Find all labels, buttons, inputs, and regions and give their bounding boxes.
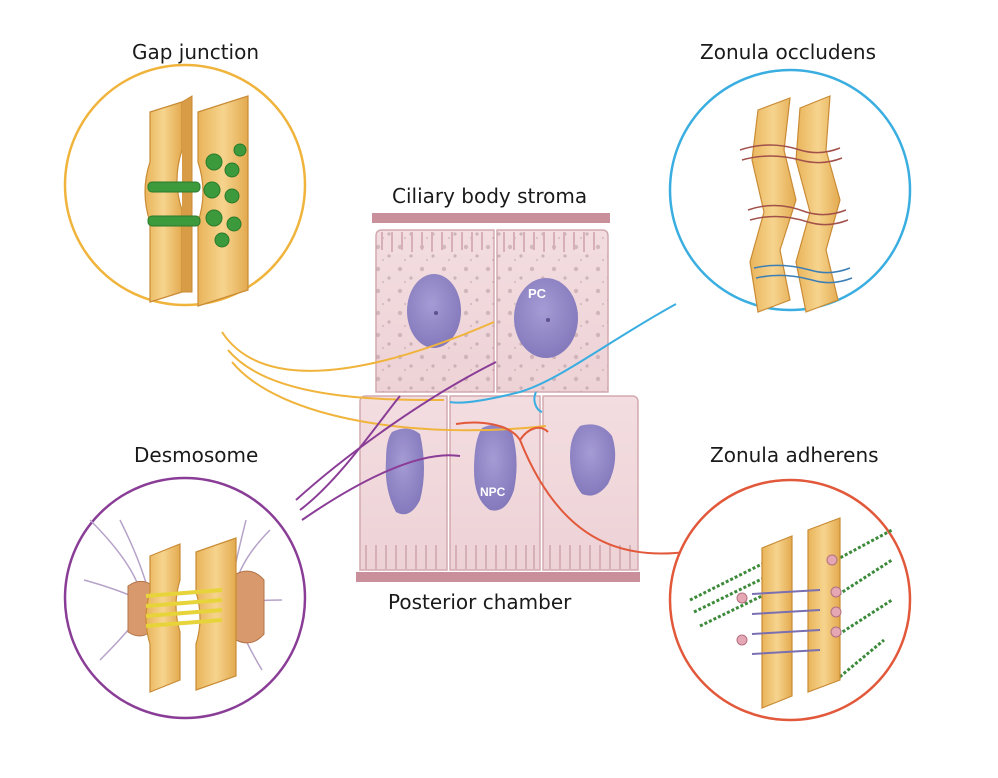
nucleus-pc [514,278,578,358]
gap-connector-2 [227,349,445,401]
gap-connector-3 [231,361,547,432]
desmo-membrane-right [195,537,237,691]
posterior-band [356,572,640,582]
desmo-plaque-right [235,570,265,644]
gap-membrane-left [144,101,183,303]
npc-label: NPC [480,485,506,499]
cadherin-pairs [751,589,821,655]
zonula-adherens-inset [668,478,912,722]
desmo-connector-3 [301,454,461,521]
gap-connector-1 [221,321,495,372]
desmosome-inset [63,476,307,720]
nucleus-pc-left [407,274,461,348]
claudin-strands [753,264,853,284]
cadherin-bundles [145,588,223,628]
connector-lines [221,303,687,555]
desmo-connector-1 [295,361,497,501]
gap-junction-inset [63,63,307,307]
zonula-adherens-label: Zonula adherens [710,443,879,467]
connexon-channels [147,143,247,248]
nucleus-npc-left [385,428,424,515]
stroma-band [372,213,610,223]
zo-connector [449,303,677,404]
desmosome-label: Desmosome [134,443,259,467]
desmo-connector-2 [299,395,401,511]
desmosome-circle [63,476,307,720]
ciliary-body-stroma-label: Ciliary body stroma [392,184,588,208]
posterior-chamber-label: Posterior chamber [388,590,572,614]
za-connector-1 [455,421,687,555]
gap-junction-label: Gap junction [132,40,260,64]
zonula-occludens-inset [668,68,912,313]
za-membrane-left [761,535,793,709]
za-connector-2 [519,426,549,441]
nucleus-npc-right [570,424,616,496]
actin-filaments [689,528,893,682]
nucleus-npc [474,424,517,511]
tight-junction-strands [739,144,849,226]
basal-infoldings [365,545,631,569]
apical-infoldings [381,232,595,252]
catenin-beads [736,554,842,646]
gap-membrane-right [197,95,249,307]
desmo-membrane-left [145,543,181,693]
za-membrane-right [807,517,841,693]
pc-label: PC [528,286,547,301]
zo-membrane-right [795,95,841,313]
central-epithelium: PC NPC [356,213,640,582]
zonula-occludens-label: Zonula occludens [700,40,877,64]
